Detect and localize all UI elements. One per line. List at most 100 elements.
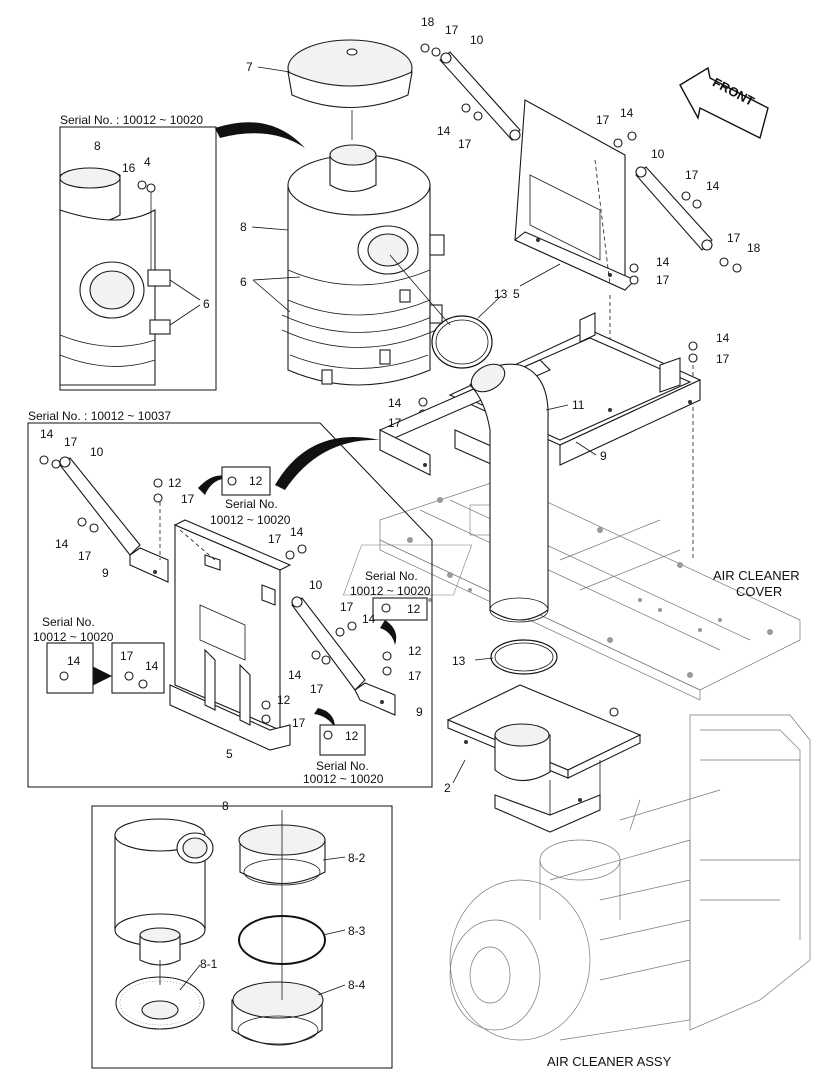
inset2-callout-12d: 12 [277,693,291,707]
inset2-title: Serial No. : 10012 ~ 10037 [28,409,171,423]
inset-serial-10012-10037 [27,422,433,788]
callout-9: 9 [600,449,607,463]
part-10-arm-upper [439,51,521,141]
inset1-callout-16: 16 [122,161,136,175]
inset1-labels: Serial No. : 10012 ~ 10020 8 16 4 6 [60,113,210,311]
callout-14b: 14 [620,106,634,120]
main-callouts: 7 8 6 18 17 10 14 17 17 14 10 17 14 17 1… [240,15,761,795]
inset2-callout-14d: 14 [362,612,376,626]
callout-17b: 17 [458,137,472,151]
inset3-callout-8-1: 8-1 [200,957,218,971]
inset-part-8-breakdown [91,805,393,1069]
inset1-title: Serial No. : 10012 ~ 10020 [60,113,203,127]
callout-17g: 17 [716,352,730,366]
inset2-serial-c1: Serial No. [42,615,95,629]
inset-pointer-arrows [92,122,397,728]
callout-10a: 10 [470,33,484,47]
assembly-labels: AIR CLEANER COVER AIR CLEANER ASSY [547,568,800,1069]
callout-10b: 10 [651,147,665,161]
inset3-callout-8: 8 [222,799,229,813]
callout-17d: 17 [685,168,699,182]
inset2-labels: Serial No. : 10012 ~ 10037 14 17 10 12 1… [28,409,431,786]
inset3-labels: 8 8-2 8-3 8-1 8-4 [200,799,366,992]
inset2-serial-a1: Serial No. [225,497,278,511]
callout-14c: 14 [706,179,720,193]
inset3-callout-8-2: 8-2 [348,851,366,865]
callout-14f: 14 [388,396,402,410]
callout-17a: 17 [445,23,459,37]
inset2-callout-14a: 14 [40,427,54,441]
inset2-callout-14c: 14 [290,525,304,539]
callout-18b: 18 [747,241,761,255]
inset2-callout-17f: 17 [310,682,324,696]
inset2-callout-14e: 14 [288,668,302,682]
air-cleaner-cover-label-2: COVER [736,584,782,599]
inset2-serial-c2: 10012 ~ 10020 [33,630,114,644]
inset3-callout-8-3: 8-3 [348,924,366,938]
callout-17f: 17 [656,273,670,287]
callout-11: 11 [572,398,585,412]
part-2-plate [446,684,642,833]
inset2-serial-d1: Serial No. [316,759,369,773]
callout-17h: 17 [388,416,402,430]
inset2-callout-17b: 17 [181,492,195,506]
inset1-callout-8: 8 [94,139,101,153]
part-8-cleaner-body [281,144,445,386]
inset3-callout-8-4: 8-4 [348,978,366,992]
inset2-callout-17h: 17 [292,716,306,730]
inset2-callout-17g: 17 [408,669,422,683]
inset2-callout-9a: 9 [102,566,109,580]
callout-13b: 13 [452,654,466,668]
inset1-callout-4: 4 [144,155,151,169]
inset2-callout-12c: 12 [408,644,422,658]
part-13-ring-upper [431,315,493,369]
inset2-serial-b2: 10012 ~ 10020 [350,584,431,598]
fasteners-main [418,43,742,717]
inset2-callout-5: 5 [226,747,233,761]
inset2-callout-17c: 17 [78,549,92,563]
inset2-serial-a2: 10012 ~ 10020 [210,513,291,527]
callout-14d: 14 [656,255,670,269]
inset2-callout-12a: 12 [168,476,182,490]
part-5-bracket [513,99,636,291]
inset2-callout-10b: 10 [309,578,323,592]
inset1-callout-6: 6 [203,297,210,311]
part-10-arm-right [635,166,713,251]
inset2-callout-17a: 17 [64,435,78,449]
inset2-callout-9b: 9 [416,705,423,719]
inset2-callout-12-box2: 12 [345,729,359,743]
callout-7: 7 [246,60,253,74]
callout-5: 5 [513,287,520,301]
callout-8: 8 [240,220,247,234]
callout-14a: 14 [437,124,451,138]
part-13-ring-lower [490,639,558,675]
inset2-callout-10a: 10 [90,445,104,459]
inset2-callout-17e: 17 [340,600,354,614]
inset2-callout-12-box: 12 [249,474,263,488]
inset2-serial-d2: 10012 ~ 10020 [303,772,384,786]
part-11-elbow-tube [469,363,549,623]
main-leaders [251,66,597,784]
inset2-fasteners [39,455,392,740]
callout-13a: 13 [494,287,508,301]
front-direction-arrow: FRONT [679,66,769,140]
callout-17c: 17 [596,113,610,127]
callout-14e: 14 [716,331,730,345]
air-cleaner-assembly-ghost [449,714,811,1041]
inset2-callout-14b: 14 [55,537,69,551]
part-7-cap [287,39,413,109]
inset2-callout-12b: 12 [407,602,421,616]
inset2-callout-14-box2: 14 [145,659,159,673]
inset-serial-10012-10020 [59,126,217,391]
air-cleaner-assy-label: AIR CLEANER ASSY [547,1054,672,1069]
air-cleaner-cover-label-1: AIR CLEANER [713,568,800,583]
inset2-callout-17-box: 17 [120,649,134,663]
callout-6: 6 [240,275,247,289]
inset2-callout-17d: 17 [268,532,282,546]
callout-2: 2 [444,781,451,795]
callout-18a: 18 [421,15,435,29]
inset2-callout-14-box: 14 [67,654,81,668]
inset2-serial-b1: Serial No. [365,569,418,583]
callout-17e: 17 [727,231,741,245]
